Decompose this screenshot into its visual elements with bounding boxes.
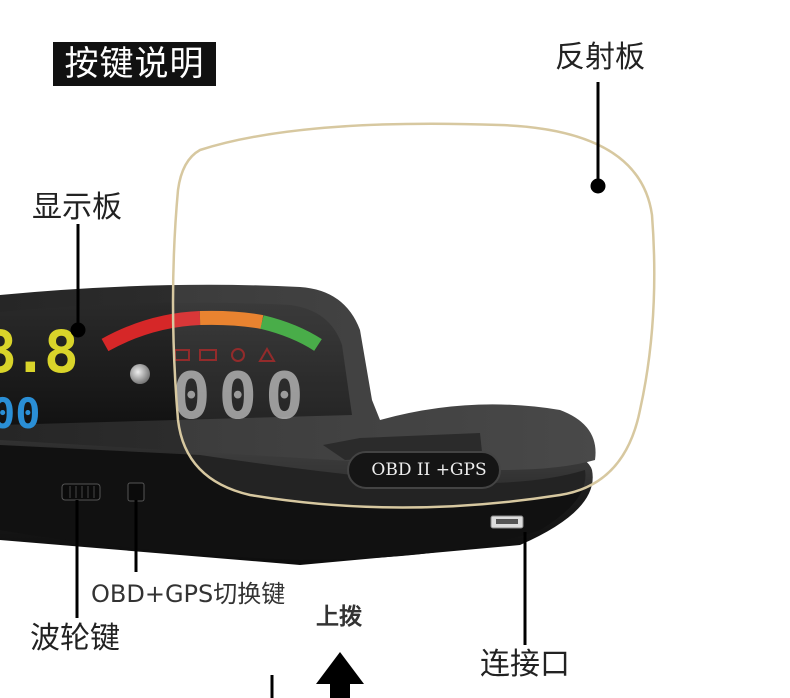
label-obd-gps-switch: OBD+GPS切换键 xyxy=(91,580,286,608)
display-screen xyxy=(0,302,352,425)
label-reflector-panel: 反射板 xyxy=(555,40,645,75)
left-digit-readout: 8.8 xyxy=(0,318,76,386)
device-base xyxy=(0,445,586,560)
label-scroll-wheel: 波轮键 xyxy=(30,621,120,656)
reflector-panel xyxy=(171,122,656,509)
obd-gps-badge-label: OBD II +GPS xyxy=(371,460,487,480)
scroll-wheel-button xyxy=(61,483,101,501)
label-connector-port: 连接口 xyxy=(480,647,570,682)
warning-icons-row xyxy=(174,347,276,362)
page-title: 按键说明 xyxy=(53,42,216,86)
rpm-arc-gauge xyxy=(101,310,322,352)
obd-gps-badge xyxy=(347,451,501,489)
label-push-up: 上拨 xyxy=(316,604,362,630)
obd-gps-switch-button xyxy=(127,482,145,502)
left-blue-readout: 00 xyxy=(0,389,41,438)
light-sensor xyxy=(130,364,150,384)
main-digit-readout: 000 xyxy=(172,360,312,434)
push-up-arrow-icon xyxy=(316,652,364,698)
label-display-panel: 显示板 xyxy=(32,190,122,225)
